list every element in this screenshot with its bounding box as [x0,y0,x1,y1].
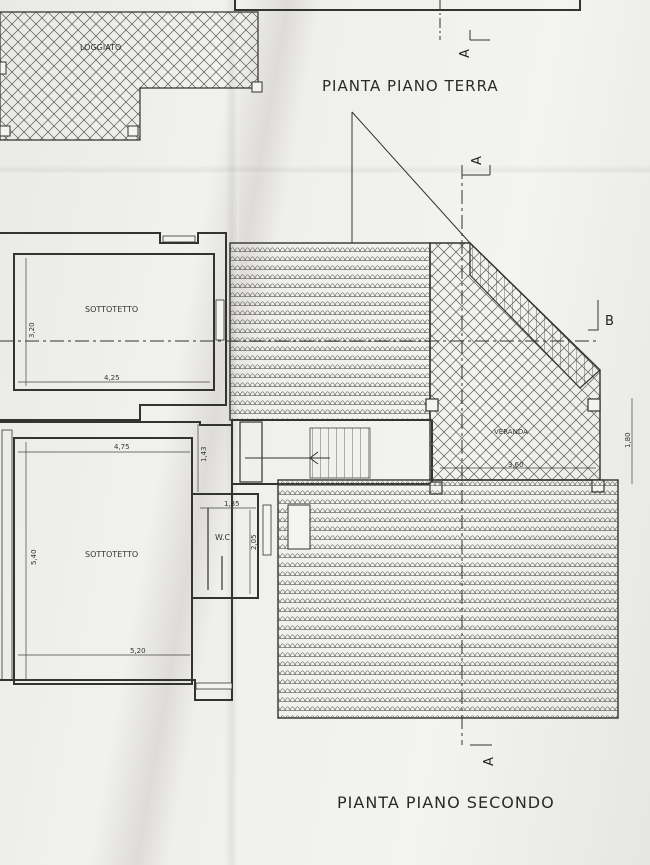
section-lines [0,165,600,746]
ground-floor-fragment [0,0,581,141]
section-mark-a-top-small: A [458,49,473,58]
room-label-sottotetto-upper: SOTTOTETTO [85,305,139,314]
dim-lower-height: 5,40 [30,549,38,565]
dim-stair-height: 1,43 [200,446,208,462]
ground-floor-title: PIANTA PIANO TERRA [322,77,499,95]
roof-tiles-lower [277,479,619,719]
dim-wc-width: 1,35 [224,500,240,508]
section-mark-a-top: A [470,156,485,165]
left-building [0,232,433,701]
dim-lower-top-width: 4,75 [114,443,130,451]
roof-outline-triangle [351,111,471,244]
veranda-area [429,242,601,481]
dim-upper-width: 4,25 [104,374,120,382]
external-stair [469,241,601,389]
section-mark-b: B [605,314,614,329]
dim-wc-height: 2,05 [250,534,258,550]
roof-tiles-upper [229,242,431,421]
dim-veranda-width: 3,60 [508,461,524,469]
dimension-lines [18,258,633,680]
second-floor-title: PIANTA PIANO SECONDO [337,793,555,812]
paper-fold-horizontal [0,165,650,175]
dim-upper-height: 3,20 [28,322,36,338]
room-label-loggiato: LOGGIATO [80,43,122,52]
dim-veranda-depth: 1,80 [624,432,632,448]
room-label-sottotetto-lower: SOTTOTETTO [85,550,139,559]
section-mark-a-bottom: A [482,757,497,766]
dim-lower-bottom-width: 5,20 [130,647,146,655]
room-label-wc: W.C. [215,533,233,542]
room-label-veranda: VERANDA [494,428,528,436]
